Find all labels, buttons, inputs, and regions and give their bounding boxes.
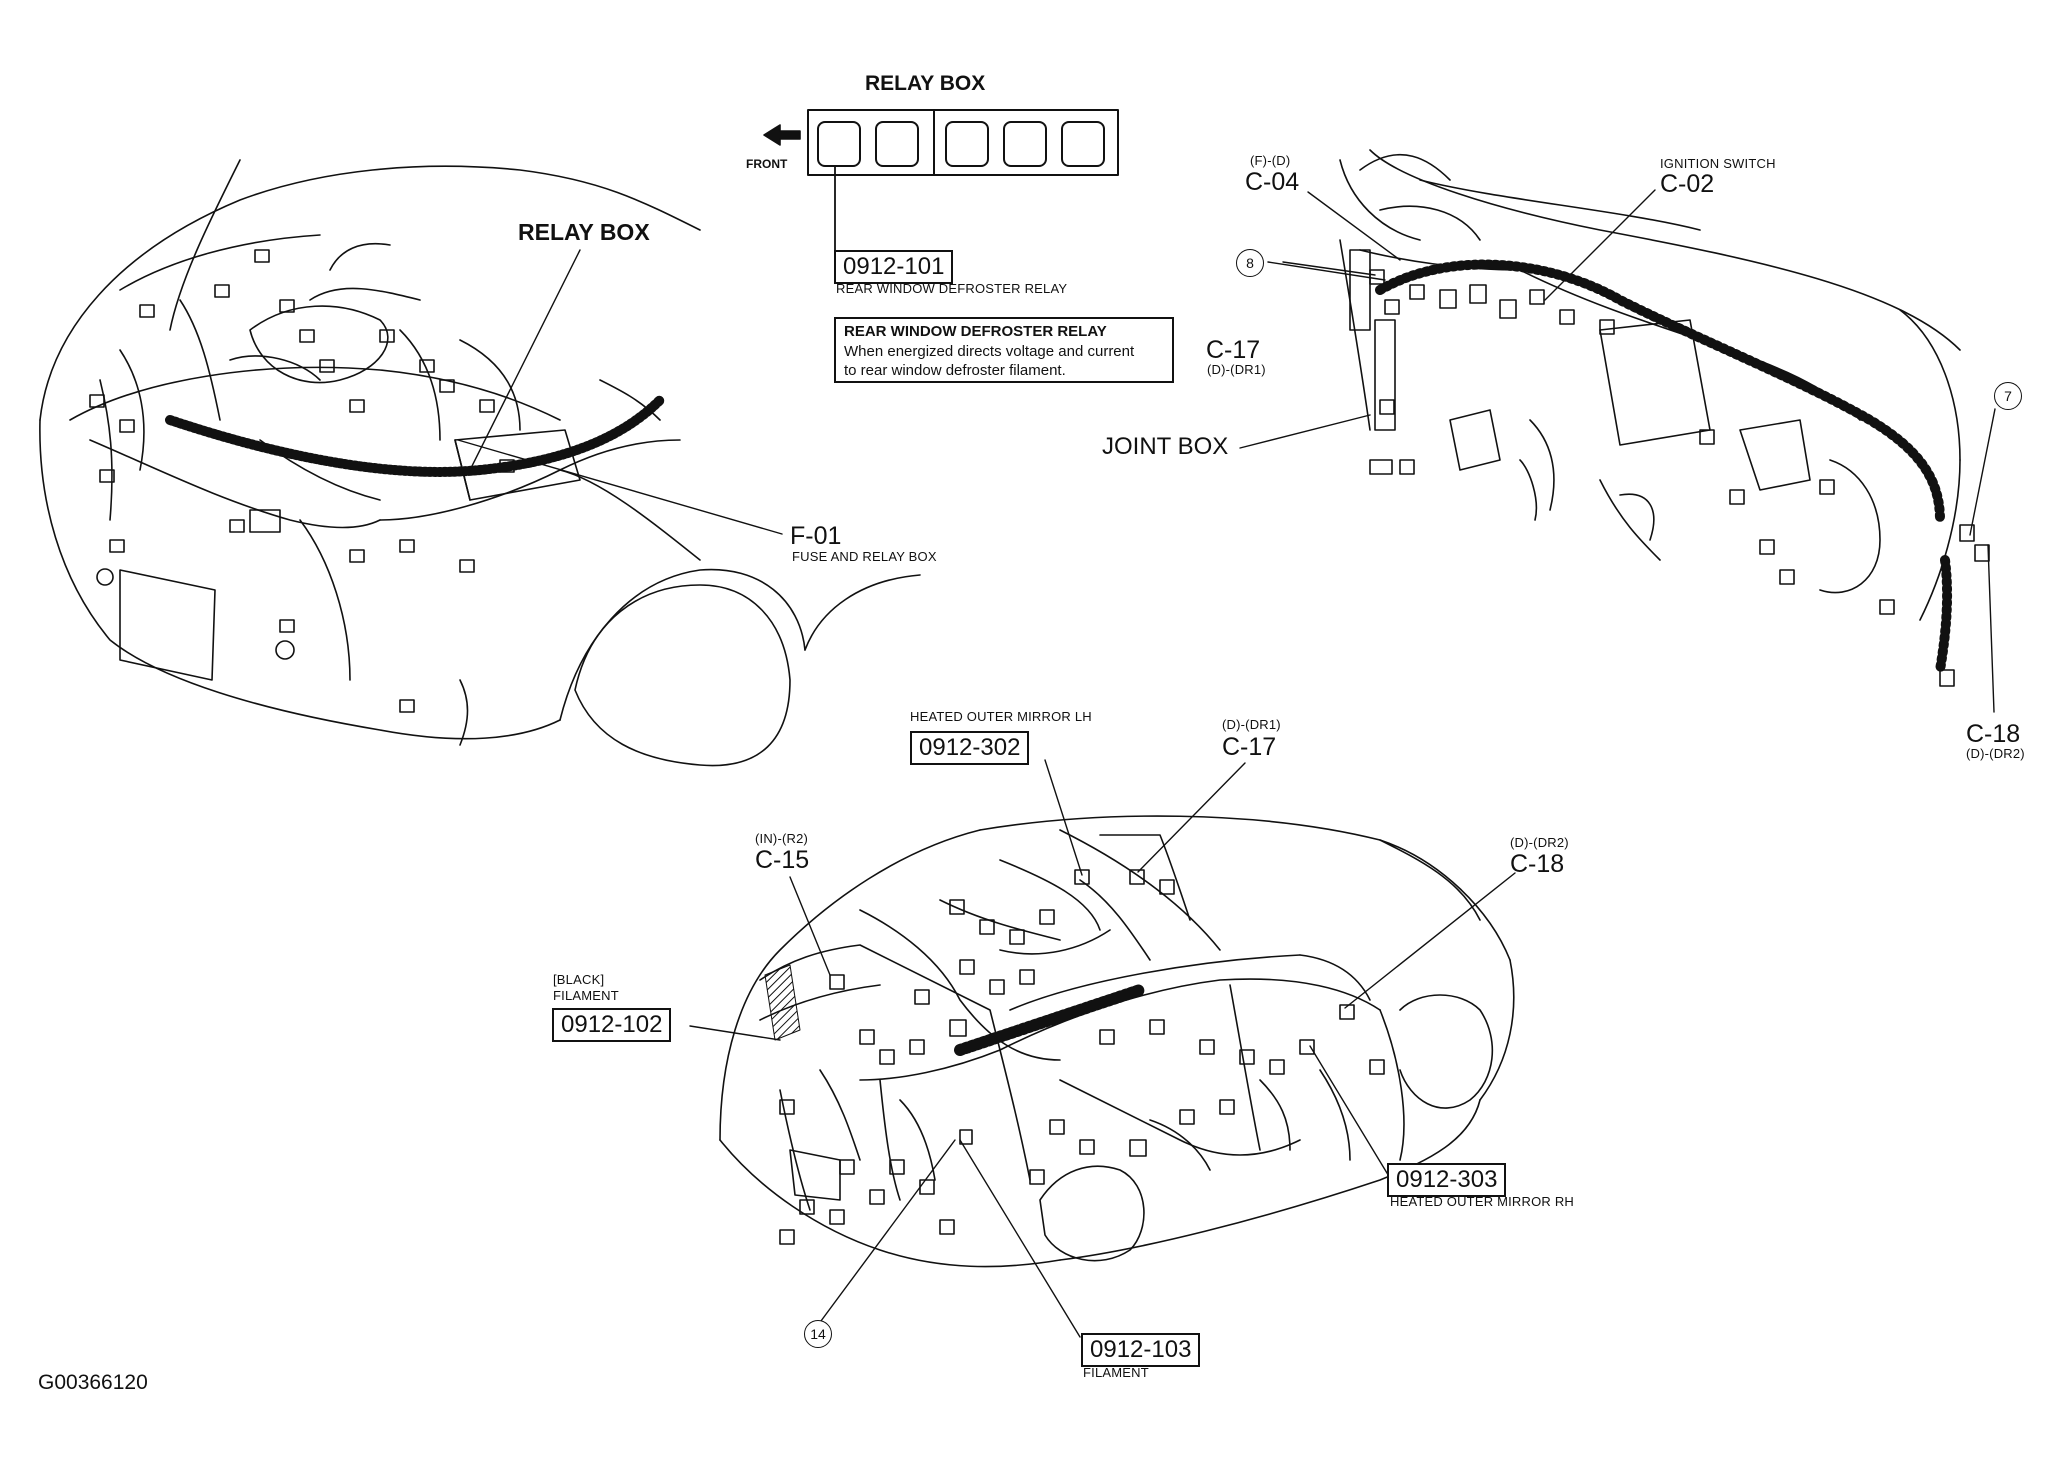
- c17-body-label: C-17: [1222, 733, 1277, 761]
- code-0912-303: 0912-303: [1387, 1163, 1507, 1197]
- callout-title: REAR WINDOW DEFROSTER RELAY: [844, 323, 1107, 340]
- black-label: [BLACK]: [553, 972, 605, 987]
- filament-label-1: FILAMENT: [553, 988, 619, 1003]
- f01-label: F-01: [790, 522, 842, 550]
- c17-dash-label: C-17: [1206, 336, 1261, 364]
- joint-box-label: JOINT BOX: [1102, 433, 1229, 460]
- c18-dash-label: C-18: [1966, 720, 2021, 748]
- fuse-relay-box-label: FUSE AND RELAY BOX: [792, 549, 937, 564]
- circle-14: 14: [804, 1320, 832, 1348]
- c15-label: C-15: [755, 846, 810, 874]
- figure-id: G00366120: [38, 1371, 148, 1394]
- code-0912-302: 0912-302: [910, 731, 1030, 765]
- c04-sub: (F)-(D): [1250, 153, 1291, 168]
- front-label: FRONT: [746, 157, 788, 171]
- relay-box-legend: [763, 109, 1119, 259]
- callout-body-2: to rear window defroster filament.: [844, 362, 1066, 379]
- c15-sub: (IN)-(R2): [755, 831, 809, 846]
- front-vehicle-drawing: [39, 159, 921, 767]
- c18-body-sub: (D)-(DR2): [1510, 835, 1569, 850]
- mirror-rh-label: HEATED OUTER MIRROR RH: [1390, 1194, 1574, 1209]
- mirror-lh-label: HEATED OUTER MIRROR LH: [910, 709, 1092, 724]
- relay-box-title: RELAY BOX: [865, 72, 986, 95]
- c02-label: C-02: [1660, 170, 1715, 198]
- c18-body-label: C-18: [1510, 850, 1565, 878]
- rear-vehicle-drawing: [719, 815, 1515, 1268]
- rear-window-defroster-relay-label: REAR WINDOW DEFROSTER RELAY: [836, 281, 1068, 296]
- c18-dash-sub: (D)-(DR2): [1966, 746, 2025, 761]
- dashboard-drawing: [1339, 149, 1990, 687]
- filament-label-2: FILAMENT: [1083, 1365, 1149, 1380]
- code-0912-103: 0912-103: [1081, 1333, 1201, 1367]
- code-0912-102: 0912-102: [552, 1008, 672, 1042]
- ignition-switch-label: IGNITION SWITCH: [1660, 156, 1776, 171]
- code-0912-101: 0912-101: [834, 250, 954, 284]
- leader-lines: [457, 189, 1996, 1338]
- circle-8: 8: [1236, 249, 1264, 277]
- relay-box-left-label: RELAY BOX: [518, 219, 650, 245]
- c17-dash-sub: (D)-(DR1): [1207, 362, 1266, 377]
- c04-label: C-04: [1245, 168, 1300, 196]
- c17-body-sub: (D)-(DR1): [1222, 717, 1281, 732]
- relay-callout: REAR WINDOW DEFROSTER RELAY When energiz…: [834, 317, 1174, 383]
- callout-body-1: When energized directs voltage and curre…: [844, 343, 1135, 360]
- circle-7: 7: [1994, 382, 2022, 410]
